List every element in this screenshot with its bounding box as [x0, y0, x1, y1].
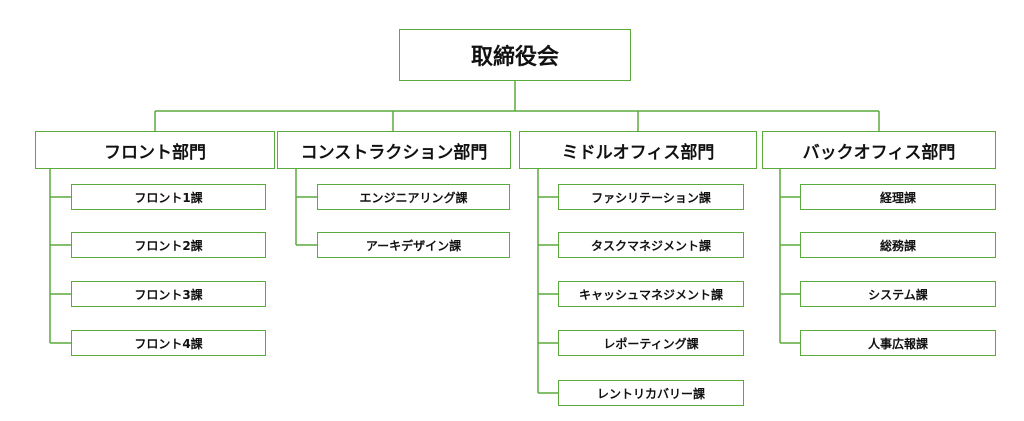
department-construction: コンストラクション部門	[277, 131, 511, 169]
section-front-1: フロント1課	[71, 184, 266, 210]
root-node: 取締役会	[399, 29, 631, 81]
section-cash-management: キャッシュマネジメント課	[558, 281, 744, 307]
section-system: システム課	[800, 281, 996, 307]
section-general-affairs: 総務課	[800, 232, 996, 258]
section-front-2: フロント2課	[71, 232, 266, 258]
department-back-office: バックオフィス部門	[762, 131, 996, 169]
section-arch-design: アーキデザイン課	[317, 232, 510, 258]
department-middle-office: ミドルオフィス部門	[519, 131, 757, 169]
section-facilitation: ファシリテーション課	[558, 184, 744, 210]
section-accounting: 経理課	[800, 184, 996, 210]
section-task-management: タスクマネジメント課	[558, 232, 744, 258]
section-front-4: フロント4課	[71, 330, 266, 356]
section-engineering: エンジニアリング課	[317, 184, 510, 210]
section-rent-recovery: レントリカバリー課	[558, 380, 744, 406]
section-hr-pr: 人事広報課	[800, 330, 996, 356]
department-front: フロント部門	[35, 131, 275, 169]
section-front-3: フロント3課	[71, 281, 266, 307]
section-reporting: レポーティング課	[558, 330, 744, 356]
